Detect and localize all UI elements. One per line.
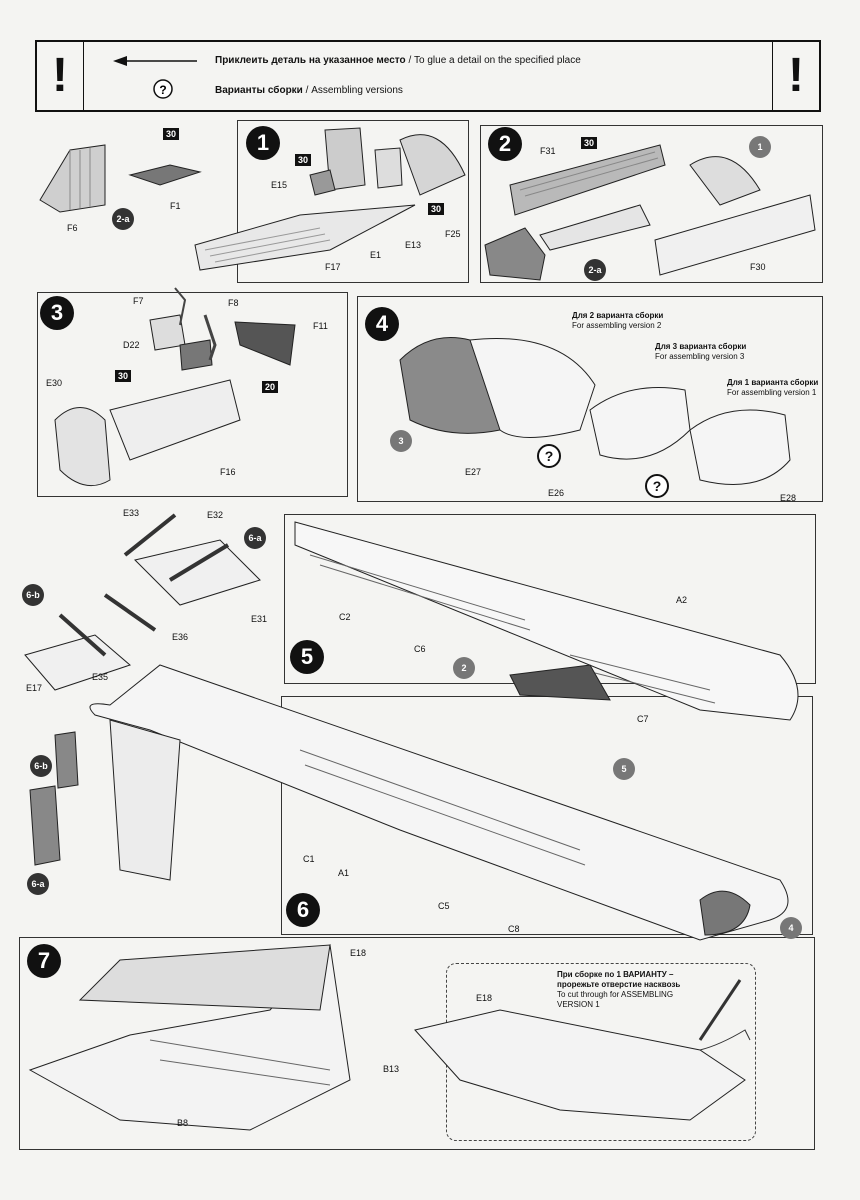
glue-arrow-icon: ? <box>113 56 197 99</box>
cut-note-ru-2: прорежьте отверстие насквозь <box>557 980 681 989</box>
glue-count-30: 30 <box>115 370 132 382</box>
step-3-panel <box>37 292 348 497</box>
part-label-F8: F8 <box>228 298 239 308</box>
part-label-E32: E32 <box>207 510 224 520</box>
legend-glue-en: To glue a detail on the specified place <box>414 55 581 66</box>
assembly-version-icon: ? <box>645 474 669 498</box>
version-2-ru: Для 2 варианта сборки <box>572 311 664 320</box>
part-label-E17: E17 <box>26 683 43 693</box>
part-label-E33: E33 <box>123 508 140 518</box>
step-1-panel <box>237 120 469 283</box>
legend-glue-row: Приклеить деталь на указанное место / To… <box>215 55 581 66</box>
legend-versions-sep: / <box>305 85 309 96</box>
cut-note-en-1: To cut through for ASSEMBLING <box>557 990 674 999</box>
part-label-C5: C5 <box>438 901 450 911</box>
version-2-note: Для 2 варианта сборки For assembling ver… <box>572 311 663 331</box>
part-label-B13: B13 <box>383 1064 400 1074</box>
part-label-A2: A2 <box>676 595 688 605</box>
glue-count-30: 30 <box>581 137 598 149</box>
step-7-panel <box>19 937 815 1150</box>
legend-versions-ru: Варианты сборки <box>215 85 303 96</box>
part-label-F7: F7 <box>133 296 144 306</box>
glue-count-30: 30 <box>163 128 180 140</box>
sub-step-6a-ref-badge: 6-a <box>27 873 49 895</box>
part-label-F30: F30 <box>750 262 766 272</box>
step-number-6: 6 <box>286 893 320 927</box>
part-label-E1: E1 <box>370 250 382 260</box>
part-label-F16: F16 <box>220 467 236 477</box>
part-label-F6: F6 <box>67 223 78 233</box>
part-label-E18: E18 <box>350 948 367 958</box>
version-2-en: For assembling version 2 <box>572 321 662 330</box>
part-label-F25: F25 <box>445 229 461 239</box>
assembly-version-icon: ? <box>537 444 561 468</box>
legend-box: ! ! ? Приклеить деталь на указанное мест… <box>35 40 821 112</box>
part-label-E18-detail: E18 <box>476 993 493 1003</box>
glue-count-30: 30 <box>295 154 312 166</box>
part-label-E28: E28 <box>780 493 797 503</box>
exclamation-mark-left: ! <box>37 42 84 110</box>
version-3-note: Для 3 варианта сборки For assembling ver… <box>655 342 746 362</box>
legend-glue-ru: Приклеить деталь на указанное место <box>215 55 406 66</box>
step-number-3: 3 <box>40 296 74 330</box>
step-ref-2-badge: 2 <box>453 657 475 679</box>
part-label-E27: E27 <box>465 467 482 477</box>
step-ref-3-badge: 3 <box>390 430 412 452</box>
part-label-E13: E13 <box>405 240 422 250</box>
part-label-C7: C7 <box>637 714 649 724</box>
step-number-5: 5 <box>290 640 324 674</box>
part-label-C6: C6 <box>414 644 426 654</box>
part-label-E36: E36 <box>172 632 189 642</box>
step-number-4: 4 <box>365 307 399 341</box>
part-label-F1: F1 <box>170 201 181 211</box>
step-number-7: 7 <box>27 944 61 978</box>
legend-glue-sep: / <box>408 55 412 66</box>
version-1-ru: Для 1 варианта сборки <box>727 378 819 387</box>
step-ref-5-badge: 5 <box>613 758 635 780</box>
part-label-F31: F31 <box>540 146 556 156</box>
step-7-cut-note: При сборке по 1 ВАРИАНТУ – прорежьте отв… <box>557 970 680 1010</box>
sub-step-6b-badge: 6-b <box>22 584 44 606</box>
version-1-en: For assembling version 1 <box>727 388 817 397</box>
part-label-C1: C1 <box>303 854 315 864</box>
part-label-F11: F11 <box>313 321 328 331</box>
glue-count-30: 30 <box>428 203 445 215</box>
part-label-E31: E31 <box>251 614 268 624</box>
part-label-F17: F17 <box>325 262 341 272</box>
step-number-2: 2 <box>488 127 522 161</box>
cut-note-en-2: VERSION 1 <box>557 1000 600 1009</box>
sub-step-6a-badge: 6-a <box>244 527 266 549</box>
part-label-E26: E26 <box>548 488 565 498</box>
part-label-C2: C2 <box>339 612 351 622</box>
sub-step-6b-ref-badge: 6-b <box>30 755 52 777</box>
part-label-A1: A1 <box>338 868 350 878</box>
step-ref-1-badge: 1 <box>749 136 771 158</box>
part-label-E30: E30 <box>46 378 63 388</box>
part-label-C8: C8 <box>508 924 520 934</box>
sub-step-2a-ref-badge: 2-a <box>584 259 606 281</box>
legend-versions-en: Assembling versions <box>311 85 403 96</box>
step-ref-4-badge: 4 <box>780 917 802 939</box>
step-4-panel <box>357 296 823 502</box>
part-label-D22: D22 <box>123 340 140 350</box>
version-3-en: For assembling version 3 <box>655 352 745 361</box>
svg-text:?: ? <box>159 83 166 97</box>
part-label-B8: B8 <box>177 1118 189 1128</box>
glue-count-20: 20 <box>262 381 279 393</box>
step-2-panel <box>480 125 823 283</box>
version-1-note: Для 1 варианта сборки For assembling ver… <box>727 378 818 398</box>
part-label-E15: E15 <box>271 180 288 190</box>
version-3-ru: Для 3 варианта сборки <box>655 342 747 351</box>
sub-step-2a-badge: 2-a <box>112 208 134 230</box>
step-number-1: 1 <box>246 126 280 160</box>
cut-note-ru-1: При сборке по 1 ВАРИАНТУ – <box>557 970 674 979</box>
part-label-E35: E35 <box>92 672 109 682</box>
exclamation-mark-right: ! <box>772 42 819 110</box>
legend-versions-row: Варианты сборки / Assembling versions <box>215 85 403 96</box>
